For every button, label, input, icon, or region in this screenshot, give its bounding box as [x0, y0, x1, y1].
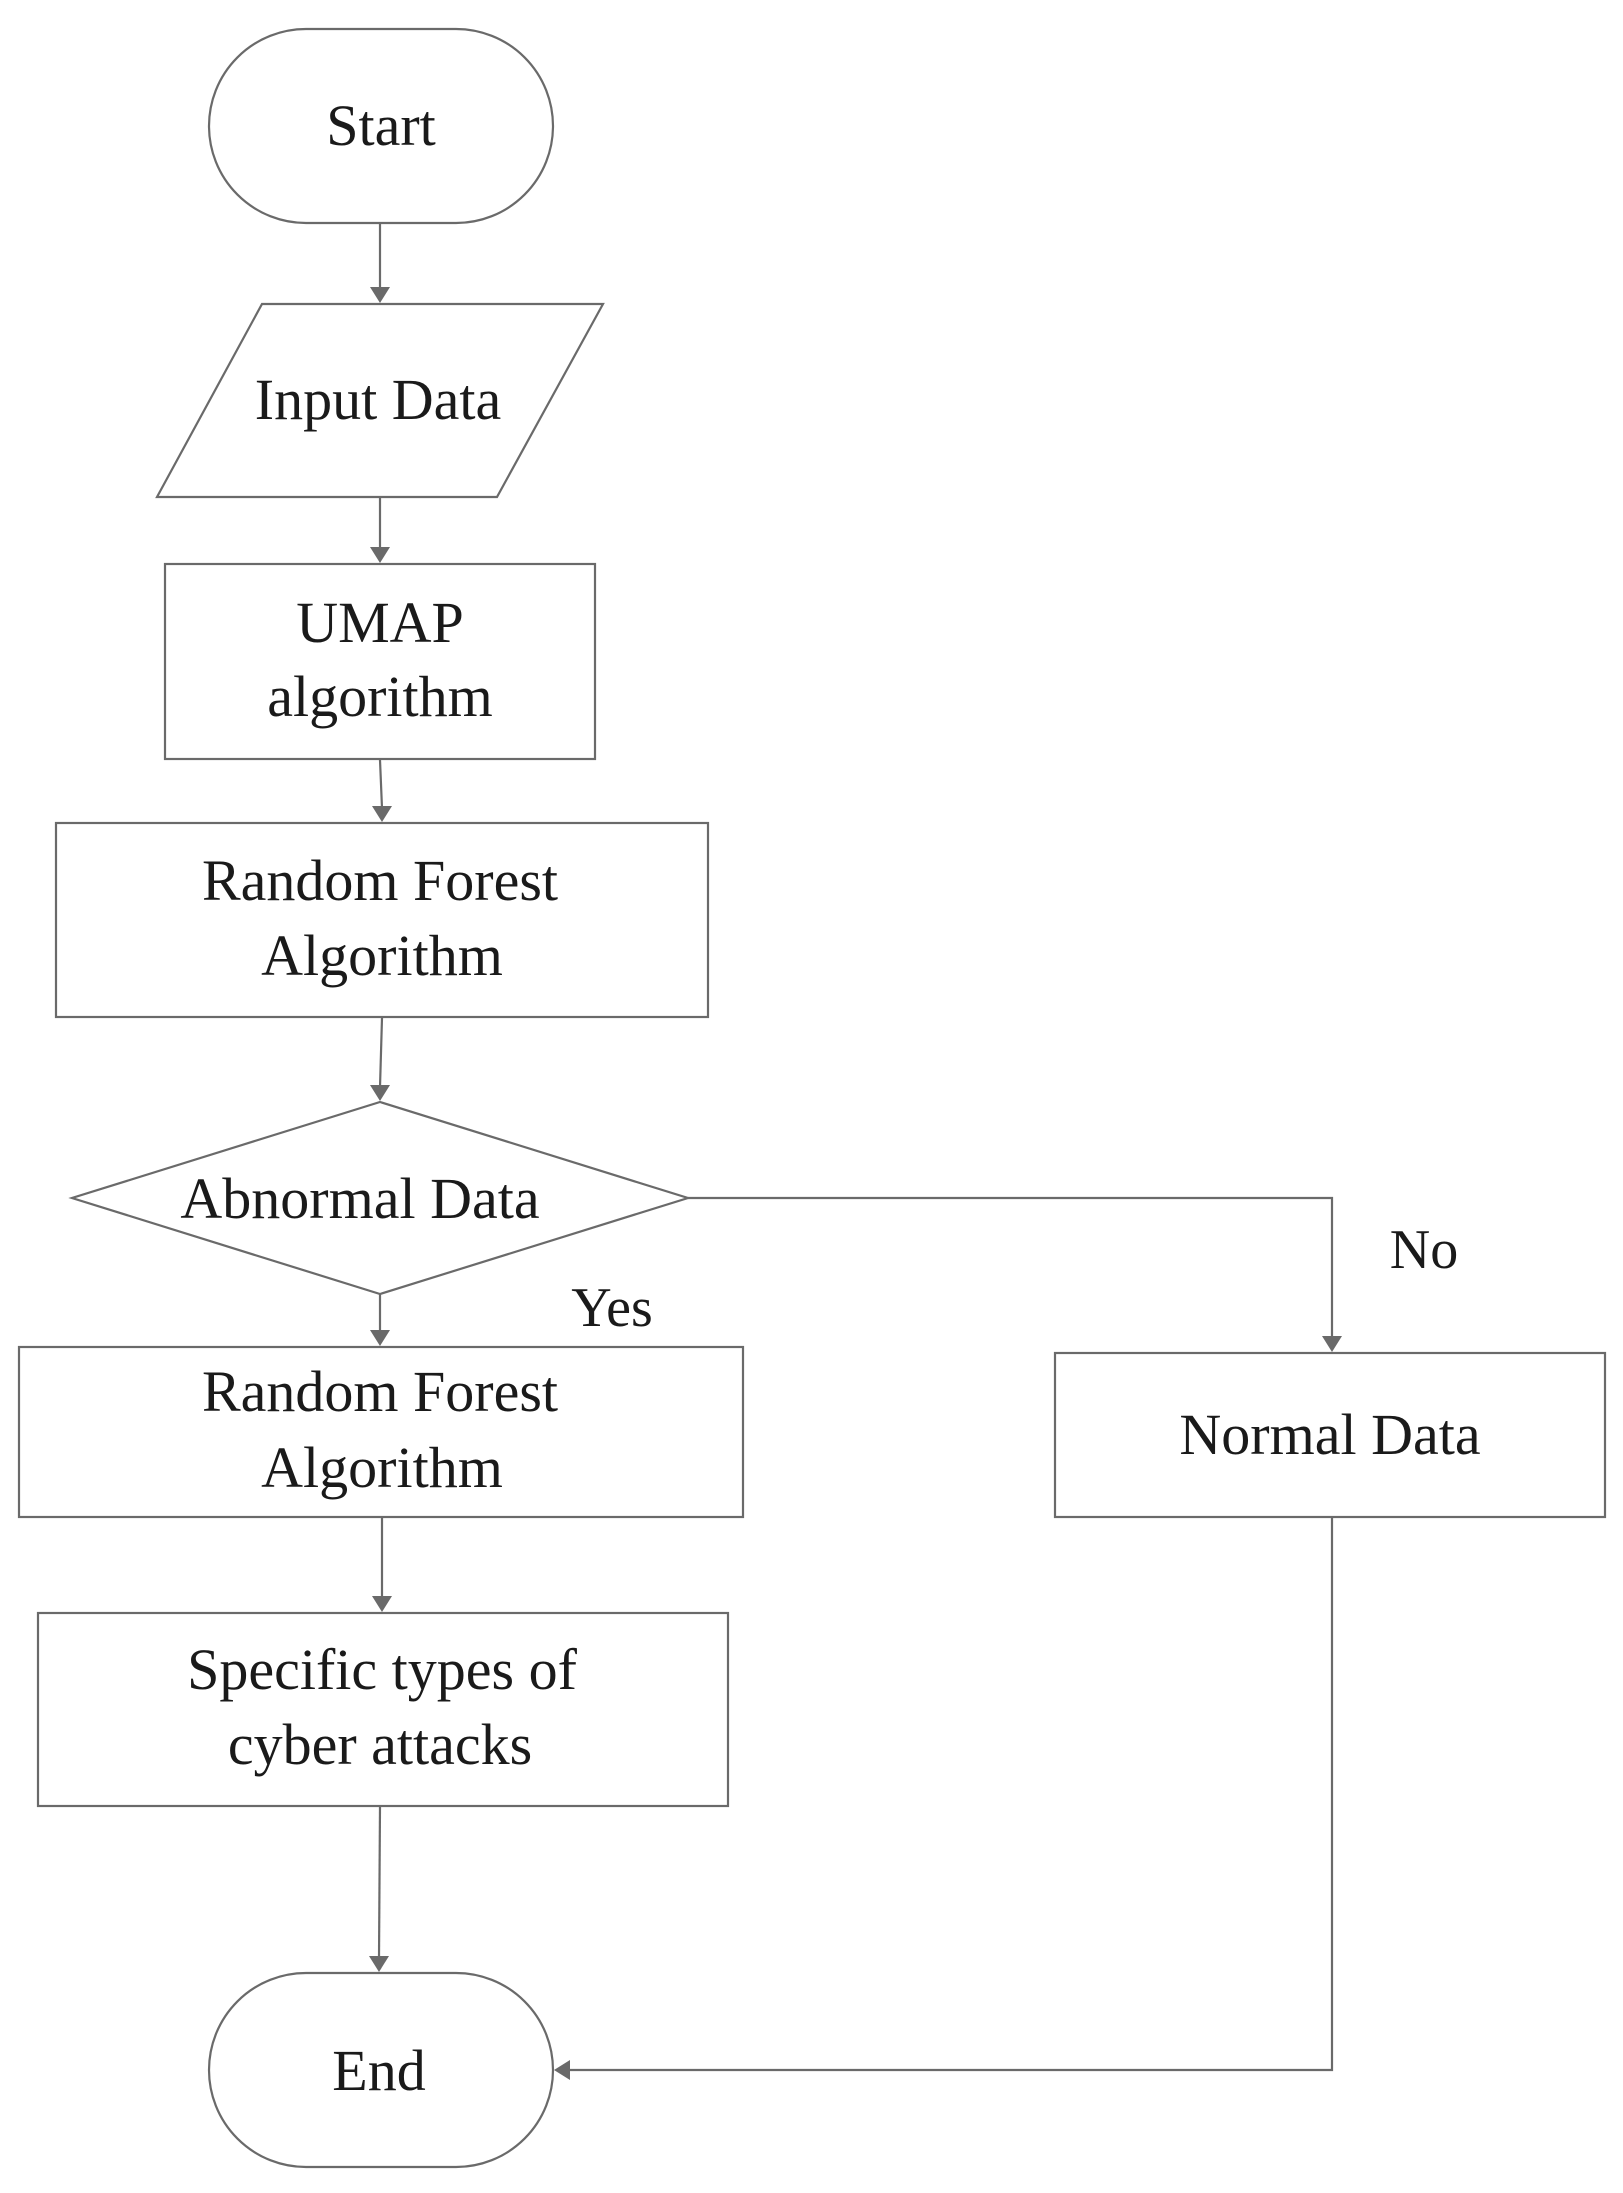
umap-label-line2: algorithm	[267, 664, 493, 729]
arrowhead-end	[369, 1956, 389, 1972]
arrowhead-decision	[370, 1085, 390, 1101]
connectors	[369, 224, 1342, 2080]
umap-node: UMAP algorithm	[163, 562, 597, 761]
connector-attacks-end	[377, 1805, 382, 1959]
end-label: End	[332, 2038, 425, 2103]
connector-umap-rf1	[378, 759, 384, 809]
arrowhead-end-from-normal	[554, 2060, 570, 2080]
random-forest-node-1: Random Forest Algorithm	[54, 821, 710, 1019]
input-label: Input Data	[255, 367, 501, 432]
end-node: End	[207, 1971, 555, 2169]
arrowhead-rf2	[370, 1330, 390, 1346]
start-label: Start	[326, 93, 436, 158]
yes-branch-label: Yes	[571, 1277, 652, 1339]
rf1-label-line2: Algorithm	[261, 923, 503, 988]
arrowhead-normal	[1322, 1336, 1342, 1352]
start-node: Start	[207, 27, 555, 225]
arrowhead-attacks	[372, 1596, 392, 1612]
attacks-label-line1: Specific types of	[187, 1637, 577, 1702]
arrowhead-rf1	[372, 806, 392, 822]
rf1-label-line1: Random Forest	[202, 848, 558, 913]
connector-decision-normal	[688, 1196, 1334, 1338]
decision-label: Abnormal Data	[180, 1166, 539, 1231]
no-branch-label: No	[1390, 1219, 1458, 1281]
random-forest-node-2: Random Forest Algorithm	[17, 1345, 745, 1519]
attacks-node: Specific types of cyber attacks	[36, 1611, 730, 1808]
normal-data-node: Normal Data	[1053, 1351, 1607, 1519]
input-node: Input Data	[155, 302, 605, 499]
umap-label-line1: UMAP	[296, 590, 464, 655]
rf2-label-line1: Random Forest	[202, 1359, 558, 1424]
connector-rf1-decision	[378, 1017, 384, 1088]
arrowhead-input	[370, 287, 390, 303]
normal-label: Normal Data	[1179, 1402, 1480, 1467]
attacks-label-line2: cyber attacks	[228, 1712, 532, 1777]
connector-normal-end	[568, 1518, 1334, 2072]
rf2-label-line2: Algorithm	[261, 1435, 503, 1500]
decision-node: Abnormal Data	[68, 1100, 692, 1296]
arrowhead-umap	[370, 547, 390, 563]
